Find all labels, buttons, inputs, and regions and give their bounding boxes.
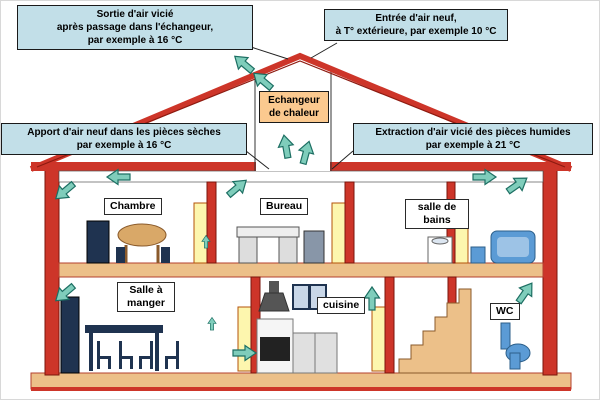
ceiling-supply-duct [58, 170, 544, 183]
cabinet [303, 230, 325, 264]
connector-line [310, 42, 338, 59]
stairs [398, 288, 472, 374]
basin-bowl [431, 237, 449, 245]
chair [165, 341, 179, 369]
hutch [60, 296, 80, 374]
bedroom-furniture [86, 220, 170, 264]
desk-top [236, 226, 300, 238]
desk-pedestal [278, 236, 298, 264]
dresser [86, 220, 110, 264]
window [292, 284, 310, 310]
bathroom-fixtures [427, 230, 536, 264]
connector-line [250, 46, 289, 60]
dining-table [85, 325, 163, 333]
room-label-bureau: Bureau [260, 198, 309, 216]
kitchen-fixtures [256, 281, 338, 374]
door [193, 202, 208, 264]
callout-line: Entrée d'air neuf, [375, 13, 457, 24]
callout-exhaust-out: Sortie d'air vicié après passage dans l'… [17, 5, 253, 50]
callout-line: Echangeur [268, 95, 320, 106]
callout-extraction-wet-rooms: Extraction d'air vicié des pièces humide… [353, 123, 593, 155]
desk-pedestal [238, 236, 258, 264]
dining-room-furniture [60, 296, 179, 374]
callout-supply-dry-rooms: Apport d'air neuf dans les pièces sèches… [1, 123, 247, 155]
room-label-cuisine: cuisine [317, 297, 366, 315]
range-hood [258, 292, 290, 312]
callout-line: par exemple à 16 °C [87, 35, 183, 46]
interior-wall [206, 181, 217, 264]
foundation-edge [31, 387, 571, 391]
toilet-base [509, 352, 521, 370]
connector-line [331, 150, 354, 170]
callout-fresh-air-in: Entrée d'air neuf, à T° extérieure, par … [324, 9, 508, 41]
mid-floor [58, 262, 544, 278]
wc-fixtures [500, 322, 531, 370]
interior-wall [344, 181, 355, 264]
oven-door [260, 337, 290, 361]
office-furniture [236, 226, 325, 264]
callout-line: par exemple à 21 °C [425, 140, 521, 151]
room-label-chambre: Chambre [104, 198, 162, 216]
room-label-salle-de-bains: salle de bains [405, 199, 469, 230]
callout-line: par exemple à 16 °C [76, 140, 172, 151]
chair [139, 341, 153, 369]
chair [97, 341, 111, 369]
bathtub-inner [497, 237, 529, 257]
callout-line: après passage dans l'échangeur, [56, 22, 214, 33]
heat-exchanger-label: Echangeur de chaleur [259, 91, 329, 123]
round-table [117, 223, 167, 247]
chair [119, 341, 133, 369]
right-wall [542, 168, 558, 376]
chair [161, 247, 170, 263]
interior-wall [384, 276, 395, 374]
room-label-salle-a-manger: Salle à manger [117, 282, 175, 313]
chair [116, 247, 125, 263]
callout-line: Sortie d'air vicié [96, 9, 174, 20]
callout-line: Apport d'air neuf dans les pièces sèches [27, 127, 221, 138]
toilet [470, 246, 486, 264]
left-wall [44, 168, 60, 376]
door [371, 306, 386, 372]
airflow-arrow [207, 317, 217, 331]
connector-line [245, 150, 270, 170]
callout-line: à T° extérieure, par exemple 10 °C [335, 26, 497, 37]
toilet-tank [500, 322, 511, 350]
room-label-wc: WC [490, 303, 520, 321]
callout-line: de chaleur [268, 108, 320, 119]
door [331, 202, 346, 264]
callout-line: Extraction d'air vicié des pièces humide… [375, 127, 571, 138]
foundation-slab [30, 372, 572, 390]
hood-duct [269, 281, 279, 293]
